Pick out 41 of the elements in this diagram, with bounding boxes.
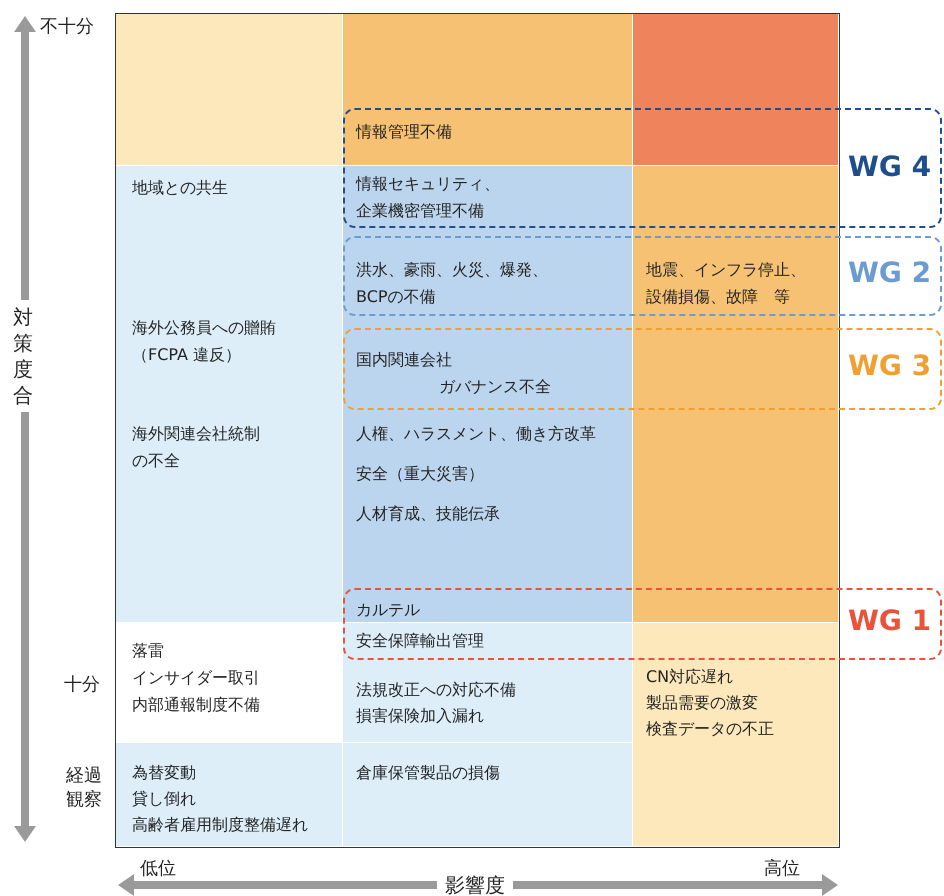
heatmap-cell — [116, 166, 342, 622]
risk-label: 情報セキュリティ、企業機密管理不備 — [356, 173, 500, 222]
heatmap-cell — [633, 14, 838, 165]
risk-label: 海外公務員への贈賄（FCPA 違反） — [132, 317, 276, 366]
heatmap-cell — [116, 743, 342, 846]
axis-title: 影響度 — [437, 872, 513, 896]
heatmap-cell — [343, 166, 632, 622]
risk-label: 海外関連会社統制の不全 — [132, 423, 260, 472]
risk-label: カルテル — [356, 599, 420, 621]
heatmap-cell — [343, 623, 632, 742]
risk-label: 損害保険加入漏れ — [356, 705, 484, 727]
heatmap-cell — [343, 743, 632, 846]
working-group-label: WG 3 — [848, 349, 932, 382]
risk-label: 人材育成、技能伝承 — [356, 503, 500, 525]
risk-label: 法規改正への対応不備 — [356, 679, 516, 701]
risk-label: 地域との共生 — [132, 177, 228, 199]
risk-label: 内部通報制度不備 — [132, 694, 260, 716]
heatmap-cell — [633, 166, 838, 622]
risk-label: 地震、インフラ停止、設備損傷、故障 等 — [646, 259, 806, 308]
risk-label: 国内関連会社ガバナンス不全 — [356, 349, 552, 398]
risk-label: インサイダー取引 — [132, 667, 260, 689]
heatmap-cell — [343, 14, 632, 165]
risk-label: 倉庫保管製品の損傷 — [356, 762, 500, 784]
risk-label: 人権、ハラスメント、働き方改革 — [356, 423, 596, 445]
risk-label: 貸し倒れ — [132, 788, 196, 810]
axis-title: 対策度合 — [13, 300, 35, 412]
risk-label: CN対応遅れ — [646, 666, 734, 688]
working-group-label: WG 4 — [848, 150, 932, 183]
risk-label: 情報管理不備 — [356, 121, 452, 143]
risk-label: 落雷 — [132, 640, 164, 662]
risk-label: 安全保障輸出管理 — [356, 630, 484, 652]
working-group-label: WG 2 — [848, 256, 932, 289]
risk-label: 洪水、豪雨、火災、爆発、BCPの不備 — [356, 259, 548, 308]
heatmap-cell — [116, 14, 342, 165]
risk-label: 検査データの不正 — [646, 718, 774, 740]
risk-label: 為替変動 — [132, 762, 196, 784]
working-group-label: WG 1 — [848, 604, 932, 637]
heatmap-cell — [633, 623, 838, 846]
risk-label: 安全（重大災害） — [356, 463, 484, 485]
risk-label: 高齢者雇用制度整備遅れ — [132, 814, 308, 836]
risk-label: 製品需要の激変 — [646, 692, 758, 714]
